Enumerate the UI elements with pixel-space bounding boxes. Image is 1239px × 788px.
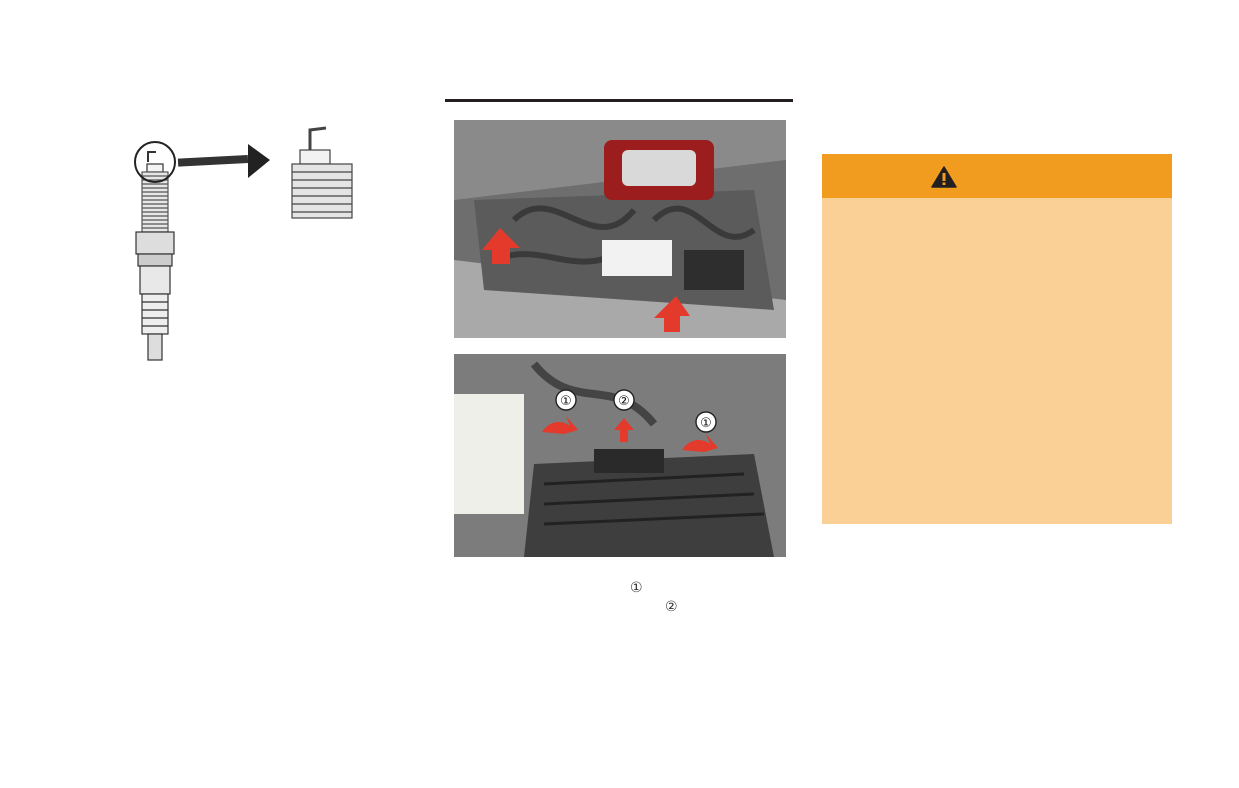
arrow-right-bottom-icon — [654, 296, 690, 332]
caption-marker-2: ② — [665, 599, 678, 615]
callout-2: ② — [613, 389, 635, 442]
callout-1-left: ① — [542, 389, 578, 434]
warning-header — [822, 154, 1172, 198]
detail-circle — [134, 141, 176, 183]
spark-plug-detail — [291, 126, 353, 219]
callout-1-label: ① — [700, 416, 712, 431]
spark-plug-full — [135, 151, 175, 361]
engine-bay-photo — [454, 120, 786, 338]
arrow-left-icon — [482, 228, 520, 264]
callout-1-right: ① — [682, 411, 718, 452]
spark-plug-illustration — [134, 126, 353, 361]
callout-1-label: ① — [560, 394, 572, 409]
caption-marker-1: ① — [630, 580, 643, 596]
callout-2-label: ② — [618, 394, 630, 409]
section-rule — [445, 99, 793, 102]
arrow-right-icon — [177, 144, 270, 178]
coil-detail-photo: ① ② ① — [454, 354, 786, 557]
warning-triangle-icon — [931, 166, 957, 188]
warning-box — [822, 154, 1172, 524]
warning-body — [822, 198, 1172, 524]
